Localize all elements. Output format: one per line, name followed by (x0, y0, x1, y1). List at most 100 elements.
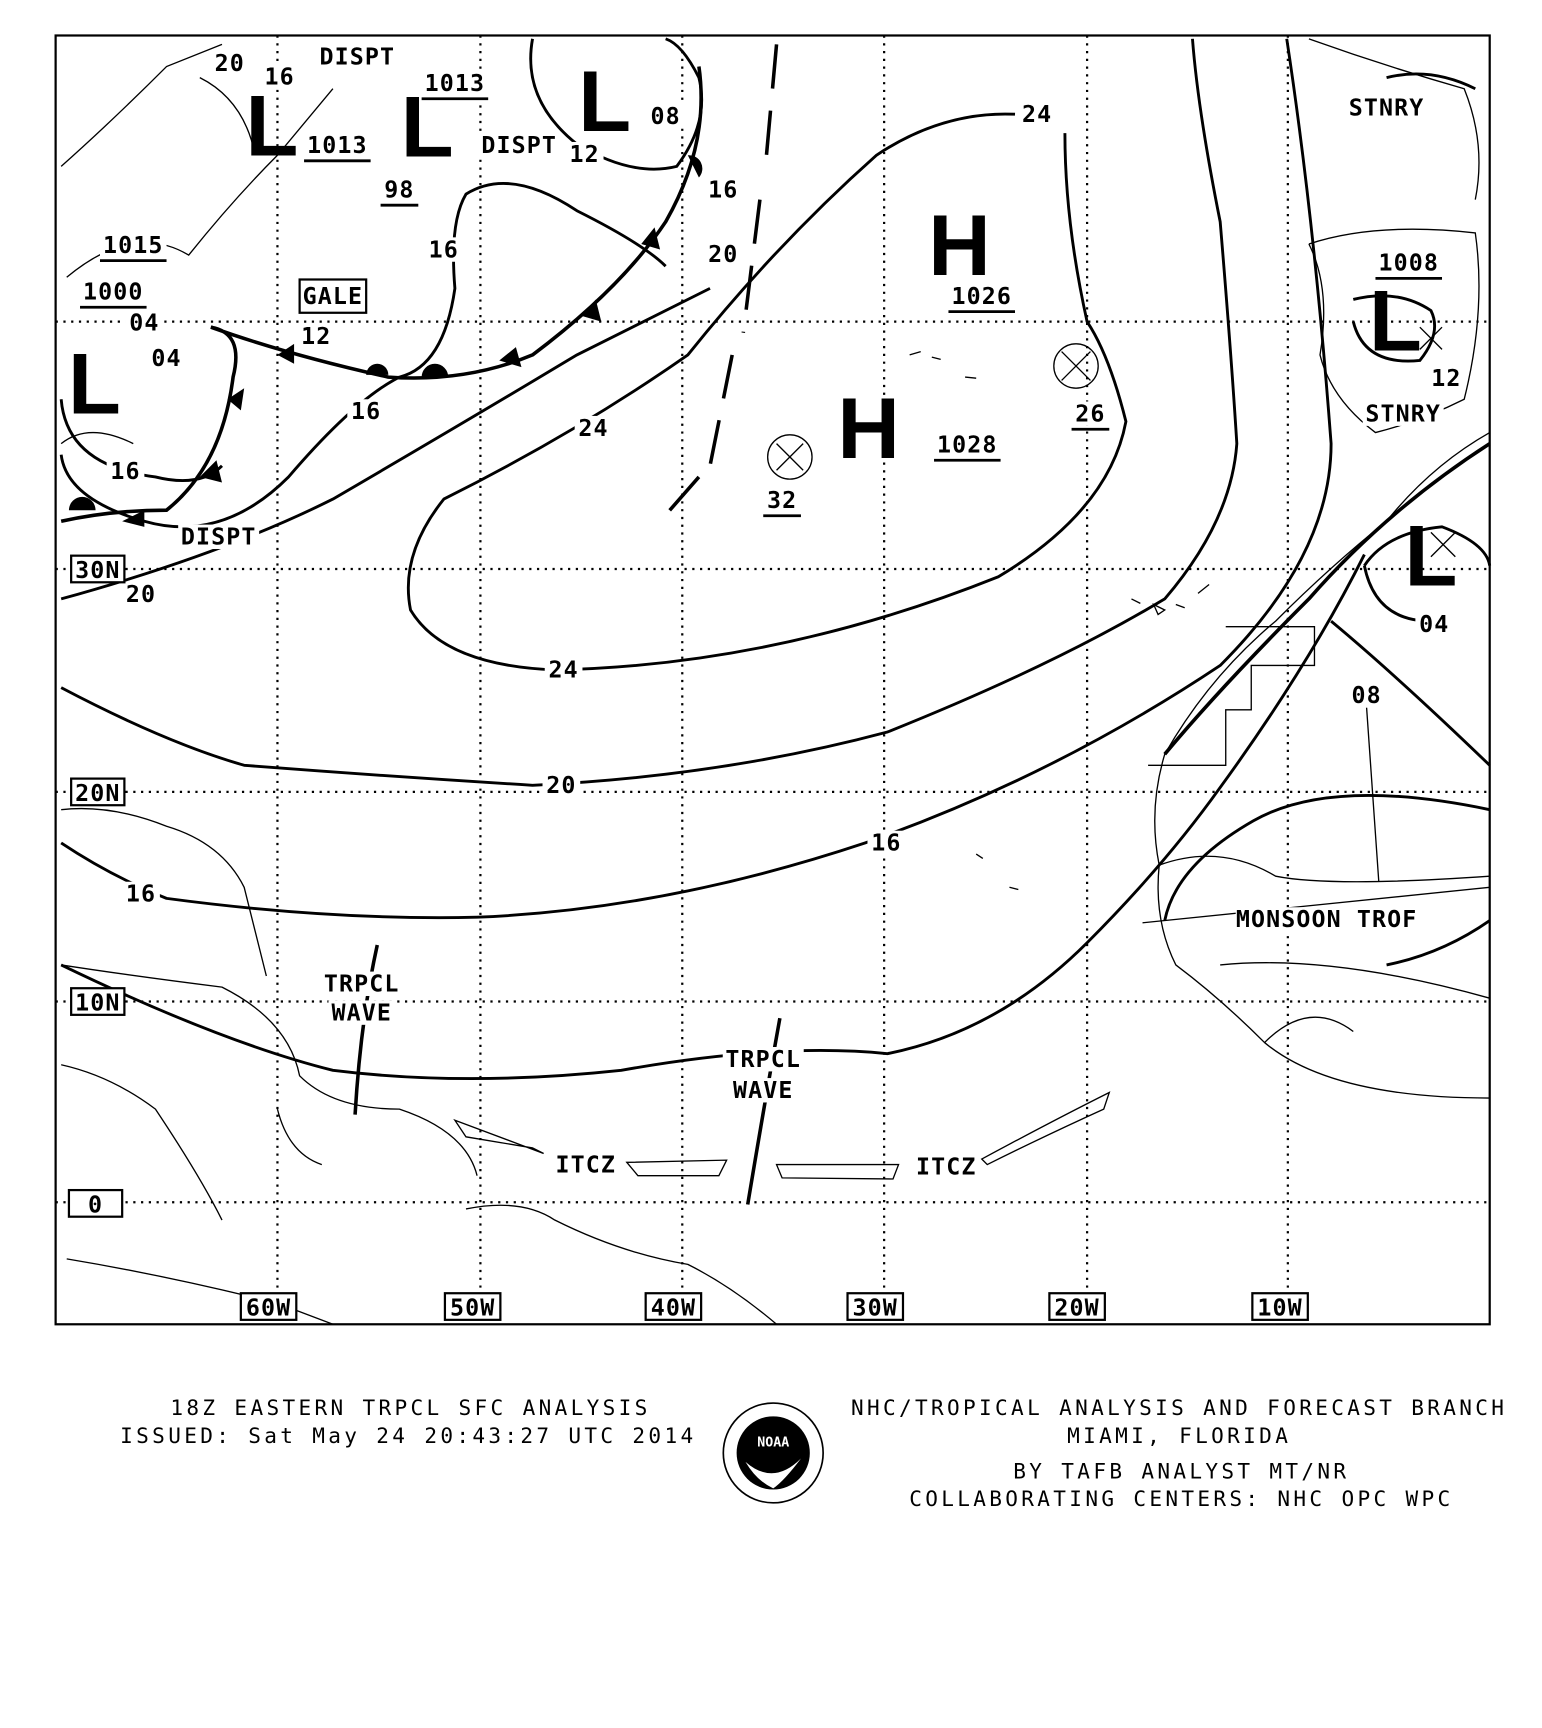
low-pressure-symbol: L (245, 78, 298, 174)
map-label: 1013 (307, 132, 368, 159)
map-label: 26 (1075, 400, 1105, 427)
isobars (59, 37, 1492, 1081)
latitude-label-box (70, 777, 126, 807)
issued-time: ISSUED: Sat May 24 20:43:27 UTC 2014 (120, 1423, 696, 1448)
label-background (704, 241, 743, 267)
label-background (934, 432, 1001, 457)
map-label: 16 (110, 458, 140, 485)
latitude-label: 30N (75, 557, 120, 584)
map-label: 24 (548, 657, 578, 684)
label-background (704, 177, 743, 202)
chart-title: 18Z EASTERN TRPCL SFC ANALYSIS (170, 1395, 650, 1420)
map-label: 98 (384, 176, 414, 203)
map-label: TRPCL (324, 971, 400, 998)
analyst-credit: BY TAFB ANALYST MT/NR (1013, 1458, 1349, 1483)
collaborating-centers: COLLABORATING CENTERS: NHC OPC WPC (909, 1486, 1453, 1511)
map-label: TRPCL (725, 1046, 801, 1073)
high-pressure-symbol: H (928, 198, 990, 294)
map-label: 1015 (103, 232, 164, 259)
map-label: 12 (301, 323, 331, 350)
map-label: 04 (129, 310, 159, 337)
longitude-label: 50W (450, 1294, 495, 1321)
map-label: 20 (126, 581, 156, 608)
low-pressure-symbol: L (68, 337, 121, 433)
map-label: GALE (303, 283, 364, 310)
map-label: MONSOON TROF (1236, 906, 1418, 933)
map-label: 24 (1022, 101, 1052, 128)
label-background (106, 459, 145, 484)
label-background (912, 1154, 980, 1179)
label-background (1346, 95, 1428, 120)
map-label: DISPT (319, 43, 395, 70)
label-background (1362, 401, 1444, 426)
label-background (147, 346, 186, 371)
gale-warning-box (298, 278, 368, 314)
label-background (125, 310, 164, 335)
label-background (1018, 102, 1057, 127)
label-background (867, 830, 906, 856)
map-label: 16 (126, 881, 156, 908)
map-label: 04 (151, 345, 181, 372)
map-label: 08 (1351, 682, 1381, 709)
longitude-label-box (846, 1292, 905, 1321)
label-background (478, 133, 560, 158)
map-label: 16 (708, 176, 738, 203)
label-background (1427, 366, 1466, 391)
label-background (763, 488, 801, 513)
map-label: ITCZ (556, 1151, 617, 1178)
noaa-logo: NOAA (722, 1402, 824, 1504)
label-background (1347, 683, 1386, 708)
label-background (424, 237, 463, 262)
map-label: 16 (871, 830, 901, 857)
label-background (565, 141, 604, 167)
map-label: 1008 (1378, 250, 1439, 277)
label-background (80, 279, 147, 304)
label-background (178, 524, 260, 550)
label-background (544, 657, 583, 683)
map-label: STNRY (1349, 94, 1425, 121)
label-background (210, 51, 249, 76)
longitude-label: 30W (853, 1294, 898, 1321)
label-background (1071, 401, 1110, 426)
label-background (297, 323, 336, 349)
label-background (122, 881, 160, 907)
latitude-label: 20N (75, 780, 120, 807)
longitude-label-box (1251, 1292, 1309, 1321)
map-label: STNRY (1365, 400, 1441, 427)
latitude-label-box (67, 1188, 124, 1218)
label-background (304, 133, 371, 158)
low-pressure-symbol: L (1369, 273, 1422, 369)
low-pressure-symbol: L (1405, 509, 1458, 605)
map-label: WAVE (331, 999, 392, 1026)
label-background (722, 1047, 804, 1072)
map-label: 1028 (937, 432, 998, 459)
label-background (328, 1000, 396, 1025)
branch-location: MIAMI, FLORIDA (1067, 1423, 1291, 1448)
label-background (260, 64, 299, 89)
label-background (729, 1078, 797, 1103)
map-label: ITCZ (916, 1154, 977, 1181)
lat-lon-grid (55, 35, 1490, 1325)
label-background (321, 971, 403, 996)
map-label: 1013 (425, 70, 486, 97)
label-background (1235, 907, 1418, 932)
latitude-label: 0 (88, 1191, 103, 1218)
map-label: 1000 (83, 278, 144, 305)
map-label: 20 (215, 50, 245, 77)
longitude-label: 20W (1054, 1294, 1099, 1321)
map-label: DISPT (481, 132, 557, 159)
label-background (542, 773, 581, 798)
low-pressure-symbol: L (578, 54, 631, 150)
latitude-label-box (70, 987, 126, 1016)
map-label: DISPT (181, 524, 257, 551)
label-background (552, 1152, 620, 1177)
label-background (1375, 250, 1443, 276)
branch-name: NHC/TROPICAL ANALYSIS AND FORECAST BRANC… (851, 1395, 1507, 1420)
map-frame (54, 34, 1491, 1326)
map-label: 08 (651, 103, 681, 130)
label-background (122, 582, 160, 607)
latitude-label: 10N (75, 989, 120, 1016)
longitude-label: 40W (651, 1294, 696, 1321)
map-label: 32 (767, 487, 797, 514)
